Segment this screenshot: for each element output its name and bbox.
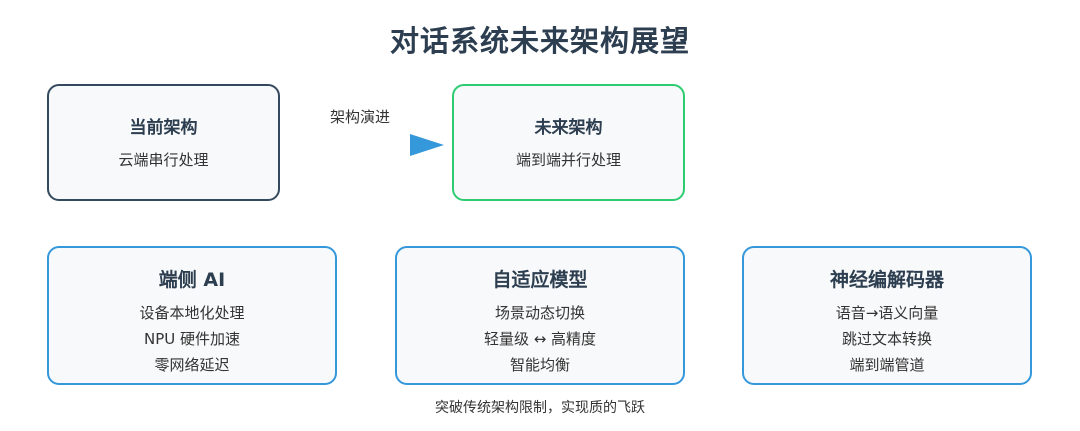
evolution-arrow-icon xyxy=(410,134,444,156)
current-architecture-desc: 云端串行处理 xyxy=(118,151,209,169)
card-line: NPU 硬件加速 xyxy=(143,330,240,348)
current-architecture-box: 当前架构 云端串行处理 xyxy=(47,84,280,201)
card-adaptive-model: 自适应模型 场景动态切换 轻量级 ↔ 高精度 智能均衡 xyxy=(395,246,685,385)
future-architecture-desc: 端到端并行处理 xyxy=(515,151,621,169)
card-neural-codec: 神经编解码器 语音→语义向量 跳过文本转换 端到端管道 xyxy=(742,246,1032,385)
card-line: 语音→语义向量 xyxy=(835,304,939,322)
card-line: 跳过文本转换 xyxy=(841,330,932,348)
footer-caption: 突破传统架构限制，实现质的飞跃 xyxy=(435,400,645,416)
card-title: 端侧 AI xyxy=(158,269,226,291)
card-title: 神经编解码器 xyxy=(829,269,944,291)
future-architecture-box: 未来架构 端到端并行处理 xyxy=(452,84,685,201)
card-title: 自适应模型 xyxy=(492,269,588,291)
evolution-label: 架构演进 xyxy=(330,108,391,126)
diagram-title: 对话系统未来架构展望 xyxy=(389,24,690,58)
current-architecture-title: 当前架构 xyxy=(129,118,198,138)
card-edge-ai: 端侧 AI 设备本地化处理 NPU 硬件加速 零网络延迟 xyxy=(47,246,337,385)
card-line: 端到端管道 xyxy=(849,356,925,374)
card-line: 智能均衡 xyxy=(509,356,570,374)
card-line: 场景动态切换 xyxy=(494,304,585,322)
card-line: 设备本地化处理 xyxy=(139,304,245,322)
card-line: 轻量级 ↔ 高精度 xyxy=(483,330,597,348)
future-architecture-title: 未来架构 xyxy=(534,118,603,138)
card-line: 零网络延迟 xyxy=(154,356,230,374)
